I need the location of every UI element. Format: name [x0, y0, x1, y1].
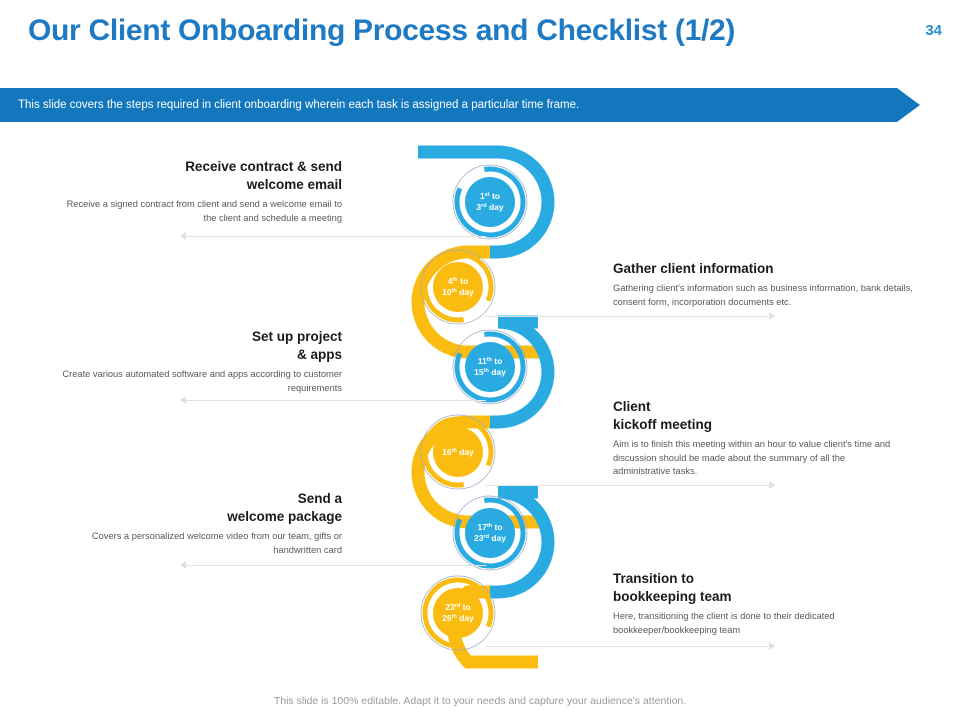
connector-rule-6 [485, 646, 775, 647]
step-badge-1[interactable]: 1st to 3rd day [452, 164, 528, 240]
step-3-title: Set up project & apps [251, 329, 342, 363]
connector-arrow-2 [769, 312, 775, 320]
connector-arrow-1 [180, 232, 186, 240]
ribbon-blue-2 [480, 315, 555, 429]
step-block-5: Send a welcome package Covers a personal… [56, 490, 342, 557]
step-6-description: Here, transitioning the client is done t… [613, 611, 835, 635]
connector-arrow-3 [180, 396, 186, 404]
badge-4-line1: 16th day [442, 447, 474, 457]
step-6-title: Transition to bookkeeping team [613, 571, 732, 605]
step-badge-4[interactable]: 16th day [420, 414, 496, 490]
step-block-4: Client kickoff meeting Aim is to finish … [613, 398, 901, 479]
badge-5-line2: 23rd day [474, 533, 506, 543]
ribbon-blue-3 [480, 485, 555, 599]
step-2-description: Gathering client's information such as b… [613, 283, 913, 307]
step-5-description: Covers a personalized welcome video from… [91, 531, 342, 555]
footer-note: This slide is 100% editable. Adapt it to… [273, 695, 687, 707]
step-block-6: Transition to bookkeeping team Here, tra… [613, 570, 913, 637]
ribbon-yellow-2 [411, 415, 548, 529]
step-5-title: Send a welcome package [227, 491, 342, 525]
connector-arrow-5 [180, 561, 186, 569]
connector-arrow-6 [769, 642, 775, 650]
step-badge-5[interactable]: 17th to 23rd day [452, 495, 528, 571]
step-block-1: Receive contract & send welcome email Re… [56, 158, 342, 225]
badge-1-line2: 3rd day [476, 202, 504, 212]
step-2-title: Gather client information [613, 261, 774, 276]
badge-2-line2: 10th day [442, 287, 474, 297]
badge-3-line1: 11th to [478, 356, 503, 366]
badge-5-line1: 17th to [477, 522, 502, 532]
subtitle-banner: This slide covers the steps required in … [0, 88, 920, 122]
subtitle-text: This slide covers the steps required in … [18, 99, 580, 111]
badge-2-line1: 4th to [448, 276, 468, 286]
connector-rule-3 [186, 400, 486, 401]
connector-rule-1 [186, 236, 486, 237]
badge-1-line1: 1st to [480, 191, 500, 201]
step-badge-2[interactable]: 4th to 10th day [420, 249, 496, 325]
step-block-2: Gather client information Gathering clie… [613, 260, 933, 309]
step-3-description: Create various automated software and ap… [62, 369, 342, 393]
step-badge-3[interactable]: 11th to 15th day [452, 329, 528, 405]
step-4-title: Client kickoff meeting [613, 399, 713, 433]
page-number: 34 [925, 22, 942, 39]
connector-rule-5 [186, 565, 486, 566]
connector-rule-4 [485, 485, 775, 486]
step-1-description: Receive a signed contract from client an… [66, 199, 342, 223]
connector-arrow-4 [769, 481, 775, 489]
step-block-3: Set up project & apps Create various aut… [56, 328, 342, 395]
step-1-title: Receive contract & send welcome email [185, 159, 342, 193]
banner-arrow-shape [0, 88, 920, 122]
onboarding-serpentine-diagram: 1st to 3rd day 4th to 10th day [0, 130, 960, 680]
badge-6-line1: 23rd to [445, 602, 470, 612]
ribbon-blue-1 [418, 145, 555, 259]
step-badge-6[interactable]: 23rd to 26th day [420, 575, 496, 651]
connector-rule-2 [485, 316, 775, 317]
badge-6-line2: 26th day [442, 613, 474, 623]
page-title: Our Client Onboarding Process and Checkl… [28, 14, 736, 47]
step-4-description: Aim is to finish this meeting within an … [613, 439, 891, 477]
badge-3-line2: 15th day [474, 367, 506, 377]
